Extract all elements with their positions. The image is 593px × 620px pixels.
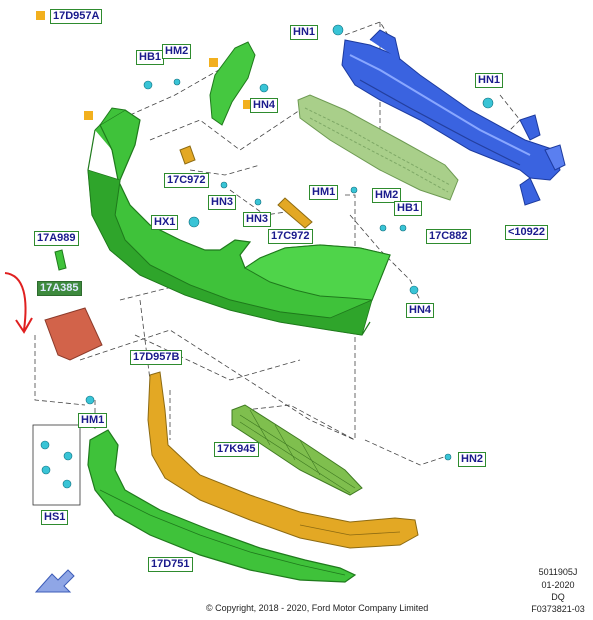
part-label-HB1[interactable]: HB1 [136,50,165,65]
drawing-date: 01-2020 [541,580,575,590]
part-label-HN1[interactable]: HN1 [290,25,319,40]
lower-bumper-17D751 [87,429,357,583]
hardware-set-HS1-box [32,424,81,506]
part-label-17C882[interactable]: 17C882 [426,229,471,244]
part-label-HN3[interactable]: HN3 [208,195,237,210]
location-marker [84,111,93,120]
part-label-HX1[interactable]: HX1 [151,215,179,230]
copyright-text: © Copyright, 2018 - 2020, Ford Motor Com… [206,603,429,613]
part-label-HN1[interactable]: HN1 [475,73,504,88]
location-marker [243,100,252,109]
bracket-17C972-b [277,197,313,229]
reinforcement-17D957B [147,371,419,549]
part-label-HM2[interactable]: HM2 [162,44,192,59]
bracket-17D957A [209,41,256,126]
part-label-HM1[interactable]: HM1 [78,413,108,428]
part-label-HS1[interactable]: HS1 [41,510,69,525]
license-plate-bracket-17A385 [44,307,103,361]
red-arrow-annotation [4,272,33,334]
part-label-HN4[interactable]: HN4 [406,303,435,318]
drawing-number: F0373821-03 [531,604,585,614]
direction-arrow-icon [34,569,75,593]
part-label-17A385[interactable]: 17A385 [37,281,82,296]
part-label-17D957A[interactable]: 17D957A [50,9,103,24]
location-marker [36,11,45,20]
front-bumper-cover [87,107,391,336]
part-label-HN4[interactable]: HN4 [250,98,279,113]
part-label-HM1[interactable]: HM1 [309,185,339,200]
part-label-17K945[interactable]: 17K945 [214,442,259,457]
part-label-17C972[interactable]: 17C972 [268,229,313,244]
part-label-17D751[interactable]: 17D751 [148,557,193,572]
part-label-17C972[interactable]: 17C972 [164,173,209,188]
part-label-HN3[interactable]: HN3 [243,212,272,227]
part-label-HB1[interactable]: HB1 [394,201,423,216]
bumper-beam [341,29,566,206]
bracket-17C972-a [179,145,196,165]
drawing-model: DQ [551,592,565,602]
part-label-17A989[interactable]: 17A989 [34,231,79,246]
fasteners [40,24,494,489]
drawing-code: 5011905J [538,567,578,577]
grille-17K945 [231,404,363,496]
part-label-17D957B[interactable]: 17D957B [130,350,183,365]
part-label-10922[interactable]: <10922 [505,225,549,240]
part-17A989 [54,249,67,271]
energy-absorber [297,94,459,201]
part-label-HN2[interactable]: HN2 [458,452,487,467]
part-label-HM2[interactable]: HM2 [372,188,402,203]
location-marker [209,58,218,67]
